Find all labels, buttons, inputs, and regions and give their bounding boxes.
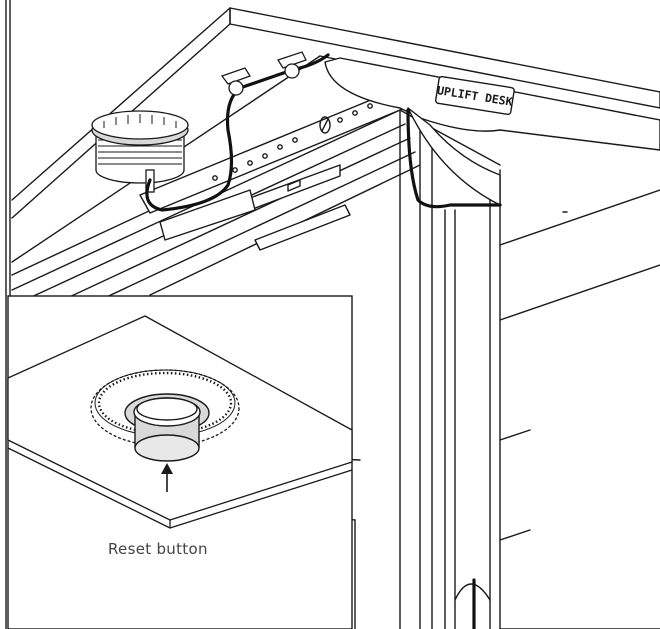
- callout-arrow: [161, 463, 173, 492]
- cable-clips: [220, 51, 307, 96]
- leg-housing: [324, 57, 660, 206]
- reset-button: [124, 393, 210, 462]
- reset-button-inset: [7, 295, 353, 629]
- control-box-puck: [91, 110, 189, 193]
- uplift-logo-plate: UPLIFT DESK: [435, 75, 515, 116]
- reset-button-label: Reset button: [108, 540, 208, 558]
